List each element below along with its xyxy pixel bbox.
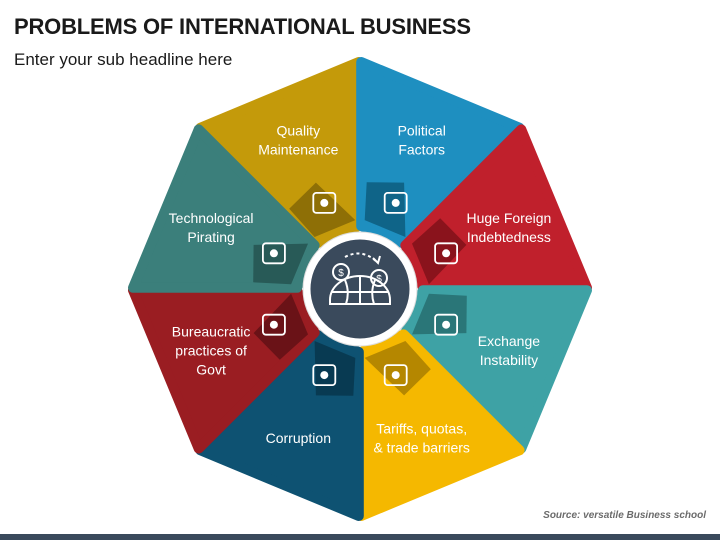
gear-wrench-icon <box>312 191 337 214</box>
segment-label: Instability <box>480 352 538 368</box>
segment-label: Factors <box>398 142 445 158</box>
segment-fold <box>412 218 467 285</box>
segment-label: practices of <box>175 343 247 359</box>
page-subtitle: Enter your sub headline here <box>14 50 233 69</box>
segment-label: Bureaucratic <box>172 324 251 340</box>
center-hub: $ $ <box>302 231 418 347</box>
segment-label: Huge Foreign <box>466 210 551 226</box>
pirate-computer-icon <box>261 242 286 265</box>
segment-label: Technological <box>169 210 254 226</box>
currency-exchange-icon <box>434 313 459 336</box>
government-building-icon <box>261 313 286 336</box>
globe-with-money-pins-icon: $ $ <box>329 252 391 305</box>
segment-label: Corruption <box>266 430 331 446</box>
source-note: Source: versatile Business school <box>543 510 706 521</box>
segment-label: Exchange <box>478 333 540 349</box>
bribe-money-icon <box>312 364 337 387</box>
government-meeting-icon <box>383 191 408 214</box>
segment-fold <box>364 341 431 396</box>
segment-label: Indebtedness <box>467 229 551 245</box>
money-bags-icon <box>434 242 459 265</box>
svg-text:$: $ <box>376 274 382 285</box>
segment-fold <box>253 293 308 360</box>
segment-label: Political <box>398 123 446 139</box>
segment-label: Tariffs, quotas, <box>376 420 467 436</box>
segment-label: Maintenance <box>258 142 338 158</box>
segment-label: Quality <box>277 123 321 139</box>
page-title: PROBLEMS OF INTERNATIONAL BUSINESS <box>14 14 471 39</box>
tariff-document-icon <box>383 364 408 387</box>
segment-label: & trade barriers <box>373 439 469 455</box>
segment-corruption: Corruption <box>195 329 364 521</box>
segment-label: Pirating <box>187 229 234 245</box>
segment-label: Govt <box>196 362 226 378</box>
bottom-bar <box>0 534 720 540</box>
segment-fold <box>289 182 356 237</box>
svg-text:$: $ <box>338 268 344 279</box>
